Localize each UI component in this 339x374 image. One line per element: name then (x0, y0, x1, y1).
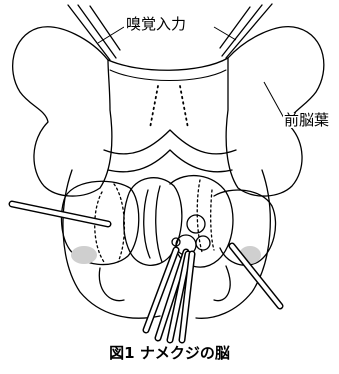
lobe-bridge (108, 58, 228, 70)
midline-right-dotted (180, 86, 188, 128)
frontal-lobe-label: 前脳葉 (283, 113, 330, 128)
left-olfactory-nerve (68, 5, 120, 60)
figure-caption: 図1 ナメクジの脳 (0, 346, 339, 361)
left-electrode (12, 204, 108, 224)
statocyst-top (187, 215, 205, 233)
olfactory-input-label: 嗅覚入力 (124, 17, 188, 32)
statocyst-right (196, 236, 210, 250)
left-frontal-lobe-outline (13, 27, 112, 196)
right-olfactory-nerve (220, 4, 272, 58)
electrodes (12, 204, 280, 340)
midline-left-dotted (150, 86, 158, 128)
frontal-lobe-leader-line (264, 82, 285, 120)
olfactory-leader-line (98, 27, 124, 43)
olfactory-leader-line-right (214, 27, 236, 40)
left-shaded-area (71, 246, 97, 264)
